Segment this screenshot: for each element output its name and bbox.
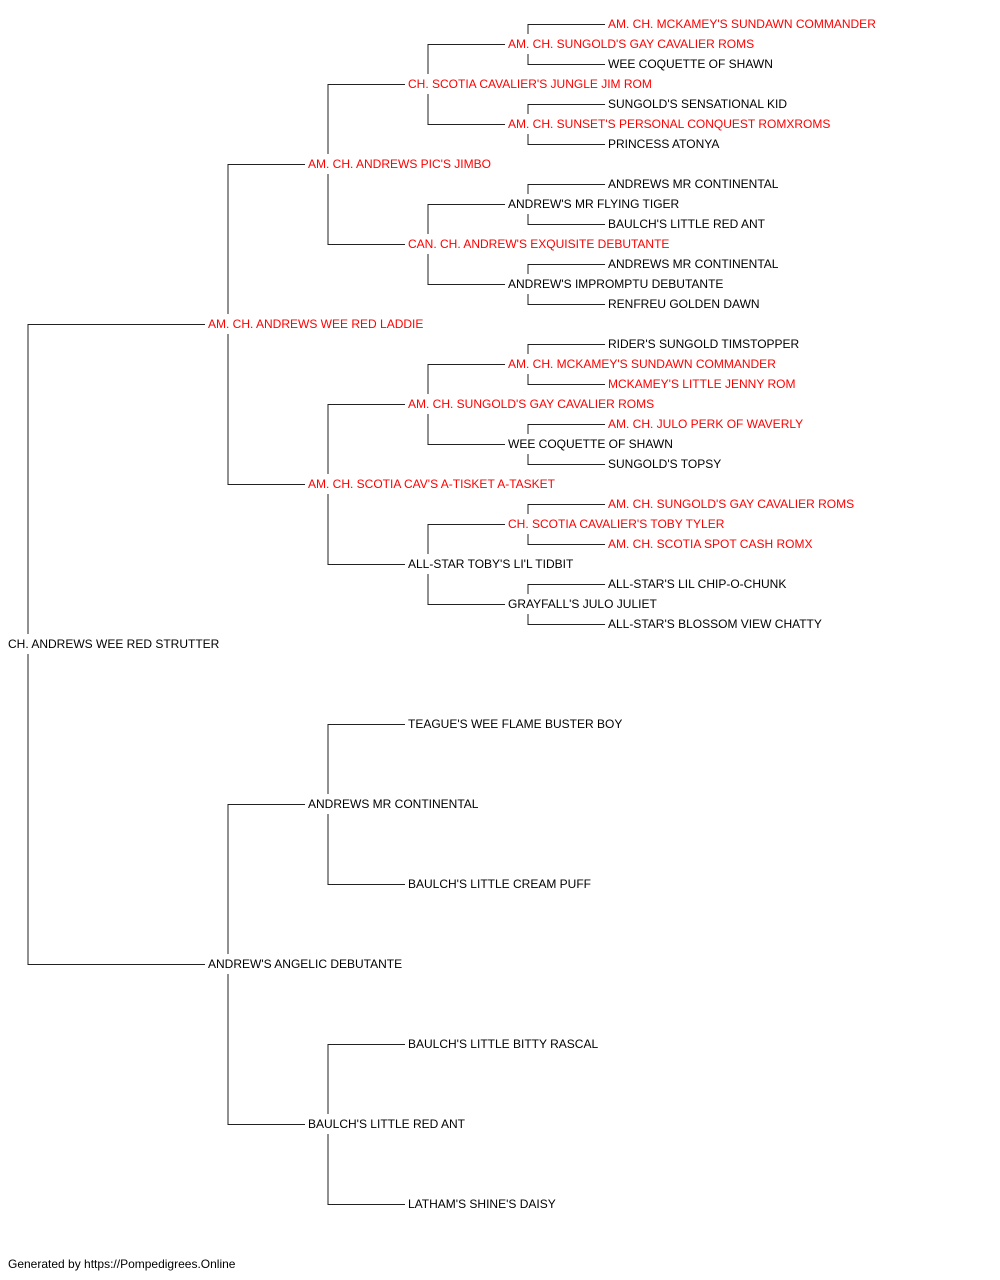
sire-connector bbox=[527, 264, 605, 274]
dam-connector bbox=[27, 654, 205, 965]
dog-name-gen0: CH. ANDREWS WEE RED STRUTTER bbox=[8, 637, 220, 651]
sire-connector bbox=[527, 344, 605, 354]
sire-connector bbox=[527, 184, 605, 194]
sire-connector bbox=[227, 164, 305, 314]
dam-connector bbox=[327, 1134, 405, 1205]
sire-connector bbox=[527, 24, 605, 34]
dog-name-gen5: ANDREWS MR CONTINENTAL bbox=[608, 257, 779, 271]
dam-connector bbox=[527, 534, 605, 545]
dam-connector bbox=[427, 94, 505, 125]
dam-connector bbox=[527, 294, 605, 305]
dog-name-gen3: LATHAM'S SHINE'S DAISY bbox=[408, 1197, 556, 1211]
dog-name-gen3: ALL-STAR TOBY'S LI'L TIDBIT bbox=[408, 557, 574, 571]
sire-connector bbox=[327, 404, 405, 474]
dog-name-gen3: AM. CH. SUNGOLD'S GAY CAVALIER ROMS bbox=[408, 397, 654, 411]
dog-name-gen5: ALL-STAR'S BLOSSOM VIEW CHATTY bbox=[608, 617, 822, 631]
dog-name-gen5: RIDER'S SUNGOLD TIMSTOPPER bbox=[608, 337, 800, 351]
dog-name-gen3: CH. SCOTIA CAVALIER'S JUNGLE JIM ROM bbox=[408, 77, 652, 91]
dog-name-gen2: AM. CH. ANDREWS PIC'S JIMBO bbox=[308, 157, 491, 171]
dog-name-gen4: GRAYFALL'S JULO JULIET bbox=[508, 597, 657, 611]
dam-connector bbox=[527, 454, 605, 465]
sire-connector bbox=[227, 804, 305, 954]
dog-name-gen5: AM. CH. JULO PERK OF WAVERLY bbox=[608, 417, 803, 431]
dam-connector bbox=[327, 174, 405, 245]
dog-name-gen4: ANDREW'S MR FLYING TIGER bbox=[508, 197, 680, 211]
dog-name-gen5: RENFREU GOLDEN DAWN bbox=[608, 297, 760, 311]
dog-name-gen4: AM. CH. MCKAMEY'S SUNDAWN COMMANDER bbox=[508, 357, 776, 371]
footer-credit: Generated by https://Pompedigrees.Online bbox=[8, 1257, 236, 1271]
dam-connector bbox=[427, 574, 505, 605]
dog-name-gen2: ANDREWS MR CONTINENTAL bbox=[308, 797, 479, 811]
dog-name-gen3: BAULCH'S LITTLE CREAM PUFF bbox=[408, 877, 591, 891]
sire-connector bbox=[327, 84, 405, 154]
dog-name-gen4: WEE COQUETTE OF SHAWN bbox=[508, 437, 673, 451]
sire-connector bbox=[27, 324, 205, 634]
dog-name-gen5: BAULCH'S LITTLE RED ANT bbox=[608, 217, 766, 231]
dog-labels: CH. ANDREWS WEE RED STRUTTER AM. CH. ANDR… bbox=[8, 17, 876, 1211]
connector-lines bbox=[27, 24, 605, 1205]
sire-connector bbox=[527, 104, 605, 114]
dog-name-gen5: MCKAMEY'S LITTLE JENNY ROM bbox=[608, 377, 795, 391]
dog-name-gen1: ANDREW'S ANGELIC DEBUTANTE bbox=[208, 957, 402, 971]
dog-name-gen2: BAULCH'S LITTLE RED ANT bbox=[308, 1117, 466, 1131]
dog-name-gen5: SUNGOLD'S TOPSY bbox=[608, 457, 721, 471]
dog-name-gen3: TEAGUE'S WEE FLAME BUSTER BOY bbox=[408, 717, 622, 731]
dog-name-gen2: AM. CH. SCOTIA CAV'S A-TISKET A-TASKET bbox=[308, 477, 556, 491]
sire-connector bbox=[427, 364, 505, 394]
dam-connector bbox=[327, 494, 405, 565]
dog-name-gen5: ALL-STAR'S LIL CHIP-O-CHUNK bbox=[608, 577, 786, 591]
dog-name-gen4: AM. CH. SUNGOLD'S GAY CAVALIER ROMS bbox=[508, 37, 754, 51]
dam-connector bbox=[527, 374, 605, 385]
dam-connector bbox=[527, 54, 605, 65]
dog-name-gen5: ANDREWS MR CONTINENTAL bbox=[608, 177, 779, 191]
dam-connector bbox=[527, 614, 605, 625]
dog-name-gen3: BAULCH'S LITTLE BITTY RASCAL bbox=[408, 1037, 598, 1051]
dog-name-gen5: PRINCESS ATONYA bbox=[608, 137, 719, 151]
dog-name-gen3: CAN. CH. ANDREW'S EXQUISITE DEBUTANTE bbox=[408, 237, 669, 251]
dog-name-gen5: AM. CH. SUNGOLD'S GAY CAVALIER ROMS bbox=[608, 497, 854, 511]
sire-connector bbox=[327, 1044, 405, 1114]
sire-connector bbox=[427, 204, 505, 234]
sire-connector bbox=[427, 44, 505, 74]
dog-name-gen1: AM. CH. ANDREWS WEE RED LADDIE bbox=[208, 317, 423, 331]
dam-connector bbox=[327, 814, 405, 885]
sire-connector bbox=[527, 584, 605, 594]
dog-name-gen4: AM. CH. SUNSET'S PERSONAL CONQUEST ROMXR… bbox=[508, 117, 830, 131]
dam-connector bbox=[527, 214, 605, 225]
dam-connector bbox=[227, 974, 305, 1125]
sire-connector bbox=[327, 724, 405, 794]
dog-name-gen4: ANDREW'S IMPROMPTU DEBUTANTE bbox=[508, 277, 723, 291]
dam-connector bbox=[227, 334, 305, 485]
sire-connector bbox=[527, 424, 605, 434]
dog-name-gen5: AM. CH. MCKAMEY'S SUNDAWN COMMANDER bbox=[608, 17, 876, 31]
dam-connector bbox=[527, 134, 605, 145]
dam-connector bbox=[427, 254, 505, 285]
sire-connector bbox=[527, 504, 605, 514]
dog-name-gen5: WEE COQUETTE OF SHAWN bbox=[608, 57, 773, 71]
dog-name-gen5: AM. CH. SCOTIA SPOT CASH ROMX bbox=[608, 537, 812, 551]
dog-name-gen5: SUNGOLD'S SENSATIONAL KID bbox=[608, 97, 787, 111]
sire-connector bbox=[427, 524, 505, 554]
dog-name-gen4: CH. SCOTIA CAVALIER'S TOBY TYLER bbox=[508, 517, 725, 531]
dam-connector bbox=[427, 414, 505, 445]
